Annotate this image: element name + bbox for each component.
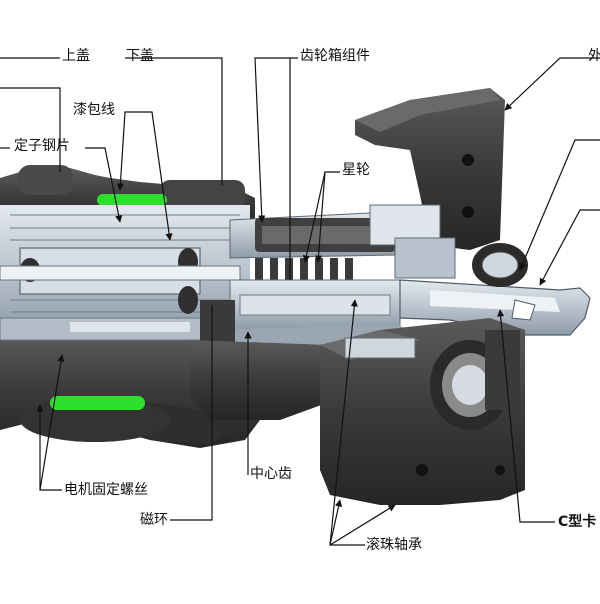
winding-top bbox=[97, 194, 167, 206]
flange-lower bbox=[320, 318, 525, 505]
label-edge-top-right: 外 bbox=[588, 48, 600, 64]
label-sun-gear: 中心齿 bbox=[250, 466, 292, 482]
label-motor-screw: 电机固定螺丝 bbox=[64, 482, 148, 498]
label-top-cover: 上盖 bbox=[62, 48, 90, 64]
label-stator-steel: 定子钢片 bbox=[14, 138, 70, 154]
leader-lines bbox=[0, 57, 600, 546]
flange-upper bbox=[355, 88, 528, 287]
gearbox-section bbox=[190, 211, 420, 420]
output-shaft bbox=[399, 279, 591, 336]
label-c-clip: C型卡 bbox=[558, 514, 597, 530]
label-bottom-cover: 下盖 bbox=[126, 48, 154, 64]
label-planet-gear: 星轮 bbox=[342, 162, 370, 178]
winding-bottom bbox=[50, 396, 145, 410]
label-enameled-wire: 漆包线 bbox=[73, 102, 115, 118]
label-gearbox-assembly: 齿轮箱组件 bbox=[300, 48, 370, 64]
label-magnetic-ring: 磁环 bbox=[140, 512, 168, 528]
label-roller-bearing: 滚珠轴承 bbox=[366, 537, 422, 553]
